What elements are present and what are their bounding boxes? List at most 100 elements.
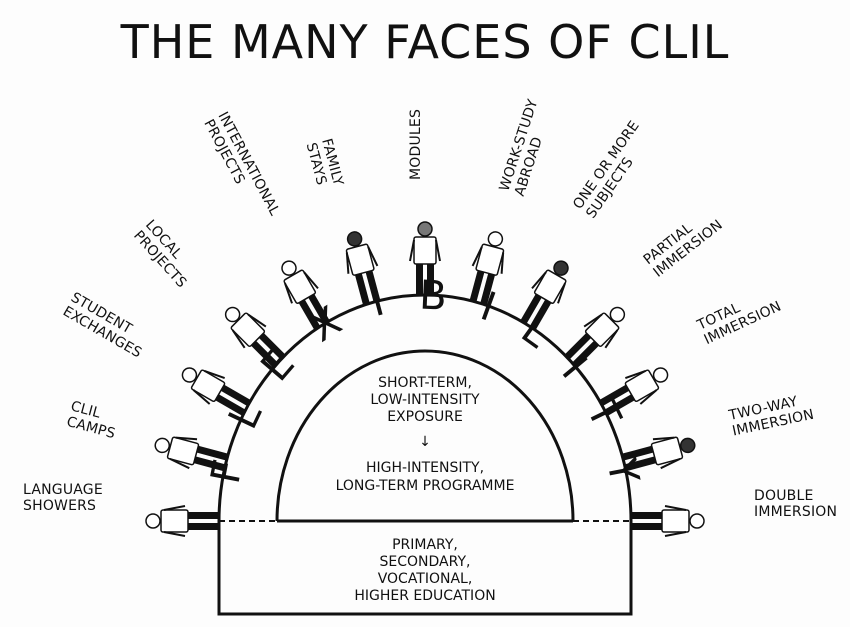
figure-left-arm xyxy=(625,370,646,379)
figure-right-leg xyxy=(365,269,381,303)
figure-left-arm xyxy=(169,457,190,470)
base-box xyxy=(217,521,633,616)
face-label-line-2: SHOWERS xyxy=(23,498,96,514)
figure-torso xyxy=(345,243,375,276)
figure-right-leg xyxy=(624,456,658,472)
figure-right-arm xyxy=(247,313,267,328)
figure-right-arm xyxy=(557,282,566,304)
figure-head-icon xyxy=(145,513,161,529)
face-label-7: MODULES xyxy=(408,109,424,180)
figure-right-leg xyxy=(219,384,252,407)
figure-7 xyxy=(409,221,441,295)
figure-left-arm xyxy=(471,246,483,267)
inner-bottom-line-2: LONG-TERM PROGRAMME xyxy=(336,478,515,494)
figure-left-leg xyxy=(214,393,246,416)
figure-torso xyxy=(475,243,505,276)
face-label-line-1: LANGUAGE xyxy=(23,482,103,498)
figure-torso xyxy=(283,269,317,304)
figure-head-icon xyxy=(680,437,696,454)
figure-head-icon xyxy=(609,306,626,323)
figure-left-leg xyxy=(598,384,631,407)
figure-left-leg xyxy=(354,272,370,306)
figure-right-leg xyxy=(480,272,496,306)
figure-6 xyxy=(345,231,381,306)
face-label-line-1: DOUBLE xyxy=(754,488,814,504)
figure-torso xyxy=(413,236,437,265)
face-label-line-2: IMMERSION xyxy=(754,504,837,520)
face-label-line-1: MODULES xyxy=(408,109,424,180)
figure-left-leg xyxy=(621,445,655,461)
figure-left-arm xyxy=(284,282,293,304)
figure-right-leg xyxy=(427,263,434,295)
figure-torso xyxy=(584,312,620,347)
figure-left-leg xyxy=(520,293,543,325)
figure-left-leg xyxy=(416,263,423,295)
inner-top-line-3: EXPOSURE xyxy=(387,409,463,425)
figure-torso xyxy=(624,369,660,403)
figure-right-arm xyxy=(163,505,186,511)
inner-arrow: ↓ xyxy=(419,434,431,450)
figure-left-leg xyxy=(192,456,226,472)
face-label-line-1: CLIL xyxy=(69,398,102,421)
figure-left-arm xyxy=(345,252,350,274)
figure-left-arm xyxy=(531,271,547,290)
figure-12 xyxy=(621,436,696,472)
figure-2 xyxy=(154,436,229,472)
figure-right-arm xyxy=(204,370,225,379)
figure-right-leg xyxy=(195,445,229,461)
diagram-title: THE MANY FACES OF CLIL xyxy=(120,15,730,69)
figure-head-icon xyxy=(154,437,170,454)
figure-torso xyxy=(230,312,266,347)
figure-right-arm xyxy=(604,329,619,349)
figure-left-leg xyxy=(250,339,278,368)
outer-arc xyxy=(217,293,633,522)
figure-torso xyxy=(661,509,690,533)
figure-right-arm xyxy=(303,271,319,290)
figure-right-arm xyxy=(639,389,658,405)
figure-left-arm xyxy=(231,329,246,349)
figure-right-arm xyxy=(664,531,687,537)
figure-left-leg xyxy=(469,269,485,303)
figure-5 xyxy=(281,260,330,330)
figure-4 xyxy=(224,306,286,368)
base-line-4: HIGHER EDUCATION xyxy=(354,588,495,604)
inner-arc xyxy=(275,349,575,522)
figure-left-arm xyxy=(583,313,603,328)
inner-top-line-1: SHORT-TERM, xyxy=(378,375,472,391)
figure-head-icon xyxy=(689,513,705,529)
figure-torso xyxy=(650,436,684,466)
figure-left-leg xyxy=(631,512,663,519)
base-line-1: PRIMARY, xyxy=(392,537,458,553)
figure-torso xyxy=(160,509,189,533)
figure-13 xyxy=(631,505,705,537)
figure-right-leg xyxy=(258,332,286,360)
figure-head-icon xyxy=(224,306,241,323)
inner-bottom-line-1: HIGH-INTENSITY, xyxy=(366,460,484,476)
inner-top-line-2: LOW-INTENSITY xyxy=(370,392,480,408)
figure-left-arm xyxy=(664,505,687,511)
figure-left-arm xyxy=(652,436,675,441)
figure-head-icon xyxy=(417,221,433,237)
figure-right-arm xyxy=(500,252,505,274)
figure-head-icon xyxy=(281,260,297,276)
figure-left-leg xyxy=(187,523,219,530)
figure-right-arm xyxy=(435,239,441,262)
figure-3 xyxy=(181,367,252,416)
figure-right-leg xyxy=(307,293,330,325)
figure-right-leg xyxy=(572,339,600,368)
figure-9 xyxy=(520,260,569,330)
figure-right-arm xyxy=(175,436,198,441)
figure-right-leg xyxy=(604,393,636,416)
